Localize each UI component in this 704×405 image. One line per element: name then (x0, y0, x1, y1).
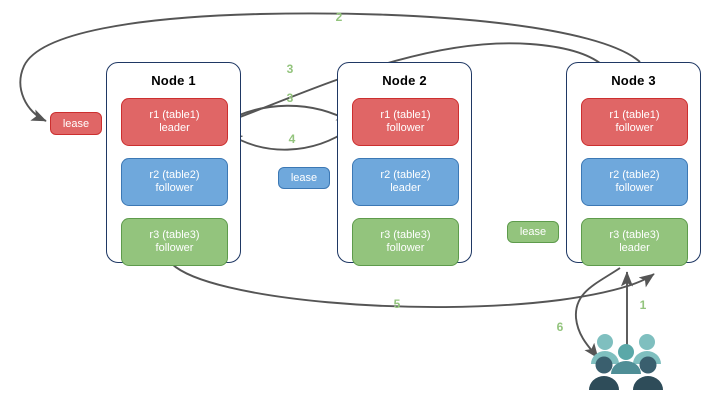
lease-label: lease (62, 117, 90, 130)
lease-label: lease (519, 226, 547, 238)
replica-chip[interactable]: r3 (table3) follower (352, 218, 459, 266)
replica-name: r3 (table3) (380, 228, 431, 241)
replica-name: r1 (table1) (609, 108, 660, 121)
replica-role: follower (615, 182, 654, 194)
replica-name: r3 (table3) (609, 228, 660, 241)
node-card-1[interactable]: Node 1 r1 (table1) leader r2 (table2) fo… (106, 62, 241, 266)
step-label-5: 5 (393, 297, 401, 311)
step-label-4: 4 (288, 132, 296, 146)
replica-name: r3 (table3) (149, 228, 200, 241)
replica-name: r2 (table2) (609, 168, 660, 181)
lease-label: lease (290, 172, 318, 184)
node-card-2[interactable]: Node 2 r1 (table1) follower r2 (table2) … (337, 62, 472, 266)
replica-role: leader (159, 122, 190, 134)
replica-chip[interactable]: r2 (table2) follower (581, 158, 688, 206)
replica-name: r2 (table2) (380, 168, 431, 181)
step-label-1: 1 (639, 298, 647, 312)
replica-role: follower (615, 122, 654, 134)
replica-role: follower (386, 122, 425, 134)
person-front-right (633, 356, 663, 390)
lease-chip-blue[interactable]: lease (278, 167, 330, 189)
replica-chip[interactable]: r1 (table1) follower (352, 98, 459, 146)
edge-step-5 (171, 263, 655, 308)
node-title: Node 2 (382, 73, 427, 88)
lease-chip-red[interactable]: lease (50, 112, 102, 135)
people-group-icon (589, 334, 663, 390)
replica-name: r1 (table1) (380, 108, 431, 121)
step-label-3-lower: 3 (286, 91, 294, 105)
step-label-3-upper: 3 (286, 62, 294, 76)
node-card-3[interactable]: Node 3 r1 (table1) follower r2 (table2) … (566, 62, 701, 266)
replica-chip[interactable]: r2 (table2) leader (352, 158, 459, 206)
replica-role: follower (386, 242, 425, 254)
lease-chip-green[interactable]: lease (507, 221, 559, 243)
replica-role: follower (155, 242, 194, 254)
step-label-2: 2 (335, 10, 343, 24)
node-title: Node 1 (151, 73, 196, 88)
replica-role: follower (155, 182, 194, 194)
replica-chip[interactable]: r3 (table3) follower (121, 218, 228, 266)
replica-chip[interactable]: r1 (table1) follower (581, 98, 688, 146)
step-label-6: 6 (556, 320, 564, 334)
replica-role: leader (390, 182, 421, 194)
node-title: Node 3 (611, 73, 656, 88)
replica-chip[interactable]: r1 (table1) leader (121, 98, 228, 146)
replica-name: r1 (table1) (149, 108, 200, 121)
replica-role: leader (619, 242, 650, 254)
replica-chip[interactable]: r2 (table2) follower (121, 158, 228, 206)
person-front-left (589, 356, 619, 390)
replica-name: r2 (table2) (149, 168, 200, 181)
clients-group[interactable] (588, 332, 666, 394)
replica-chip[interactable]: r3 (table3) leader (581, 218, 688, 266)
person-center (611, 344, 641, 374)
